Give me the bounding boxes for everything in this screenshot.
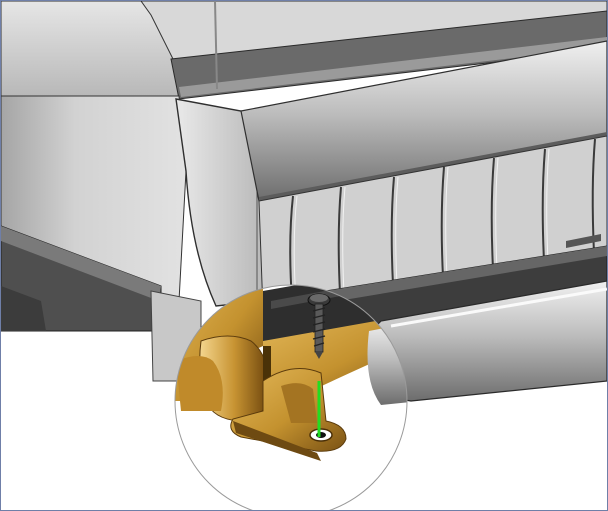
cable-rod — [214, 1, 218, 90]
magnifier-outline — [174, 284, 408, 510]
screw — [307, 293, 331, 359]
magnifier-detail — [174, 284, 408, 510]
